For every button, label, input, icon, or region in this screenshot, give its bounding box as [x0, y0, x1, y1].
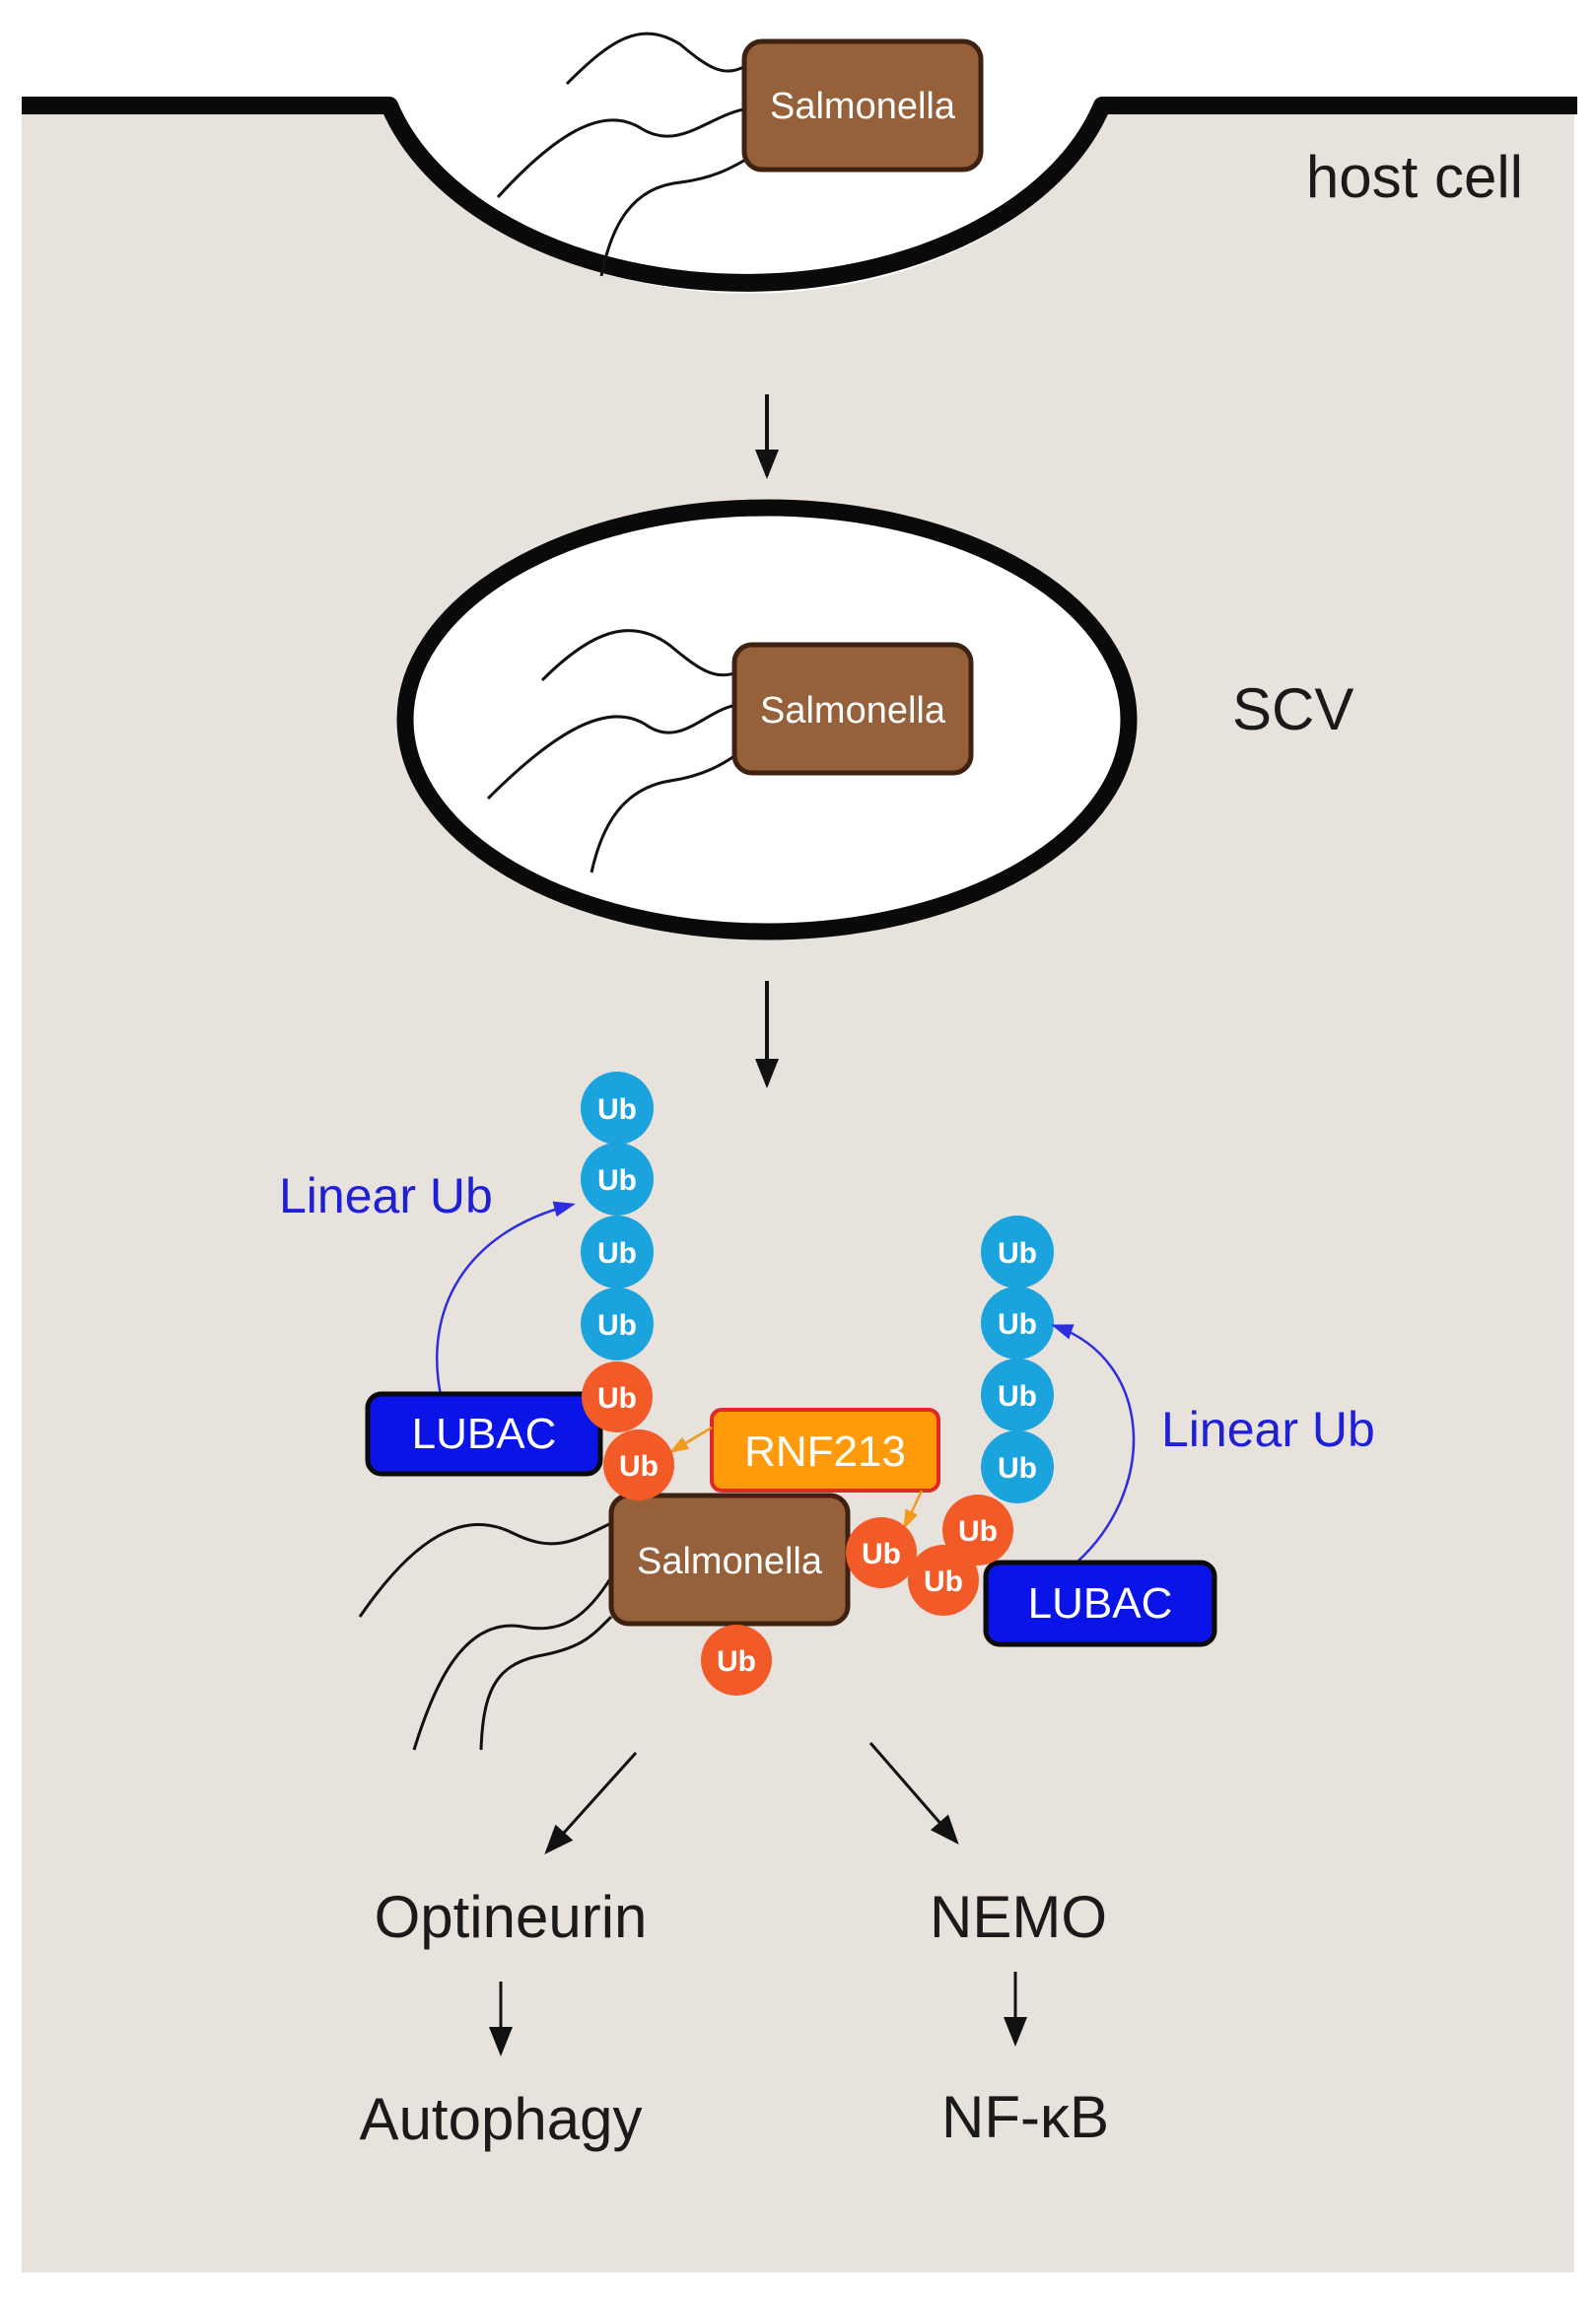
ub-label: Ub [717, 1645, 756, 1678]
ub-label: Ub [619, 1450, 659, 1483]
salmonella-body-scv [731, 642, 974, 776]
ub-label: Ub [597, 1237, 637, 1270]
rnf213-box [710, 1408, 940, 1493]
autophagy-label: Autophagy [360, 2086, 643, 2152]
ub-linear-2 [981, 1287, 1054, 1359]
ub-linear-3 [581, 1216, 654, 1288]
nfkb-label: NF-κB [941, 2084, 1109, 2150]
ub-attached-5 [908, 1545, 979, 1616]
bacterial-surface-ub: Ub Ub Ub Ub Ub Ub [582, 1361, 1013, 1696]
salmonella-body-top [741, 38, 984, 173]
optineurin-label: Optineurin [375, 1884, 648, 1950]
linear-ub-chain-left: Ub Ub Ub Ub [581, 1072, 654, 1360]
scv-label: SCV [1232, 676, 1353, 742]
linear-ub-label-right: Linear Ub [1161, 1402, 1375, 1457]
lubac-box-right [983, 1560, 1217, 1647]
ub-label: Ub [998, 1237, 1037, 1270]
lubac-box-left [365, 1391, 603, 1477]
ub-label: Ub [998, 1380, 1037, 1413]
ub-attached-1 [582, 1361, 653, 1432]
salmonella-label-cytosol: Salmonella [637, 1541, 823, 1582]
arrow-to-nemo [868, 1742, 959, 1845]
ub-label: Ub [597, 1382, 637, 1415]
ub-attached-3 [846, 1517, 917, 1588]
ub-attached-2 [603, 1429, 674, 1500]
lubac-label-left: LUBAC [412, 1410, 557, 1458]
ub-label: Ub [597, 1093, 637, 1126]
arrow-to-optineurin [544, 1751, 638, 1854]
flagella-icon [358, 1521, 613, 1751]
ub-linear-3 [981, 1358, 1054, 1431]
linear-ub-chain-right: Ub Ub Ub Ub [981, 1216, 1054, 1503]
ub-linear-2 [581, 1143, 654, 1216]
linear-ub-label-left: Linear Ub [279, 1168, 493, 1223]
ub-label: Ub [998, 1452, 1037, 1485]
lubac-label-right: LUBAC [1028, 1579, 1173, 1628]
ub-linear-4 [981, 1430, 1054, 1503]
host-cell-label: host cell [1306, 144, 1523, 210]
plasma-membrane [22, 97, 1577, 292]
linear-ub-arrow-right [1051, 1324, 1136, 1564]
ub-linear-1 [581, 1072, 654, 1145]
salmonella-label-top: Salmonella [770, 86, 956, 127]
ub-label: Ub [924, 1566, 963, 1598]
rnf213-label: RNF213 [744, 1427, 906, 1476]
ub-label: Ub [597, 1309, 637, 1342]
ub-linear-1 [981, 1216, 1054, 1288]
ub-attached-6 [701, 1625, 772, 1696]
rnf213-arrow-left [668, 1426, 713, 1454]
ub-label: Ub [958, 1515, 998, 1548]
ub-attached-4 [942, 1495, 1013, 1566]
cytoplasm-area [22, 104, 1574, 2272]
flagella-icon [496, 32, 750, 277]
rnf213-arrow-right [903, 1490, 924, 1530]
linear-ub-arrow-left [436, 1201, 576, 1396]
salmonella-label-scv: Salmonella [760, 690, 946, 731]
flagella-icon [486, 629, 738, 873]
ub-label: Ub [998, 1308, 1037, 1341]
nemo-label: NEMO [930, 1884, 1107, 1950]
ub-label: Ub [597, 1164, 637, 1197]
ub-linear-4 [581, 1288, 654, 1360]
ub-label: Ub [862, 1538, 901, 1570]
